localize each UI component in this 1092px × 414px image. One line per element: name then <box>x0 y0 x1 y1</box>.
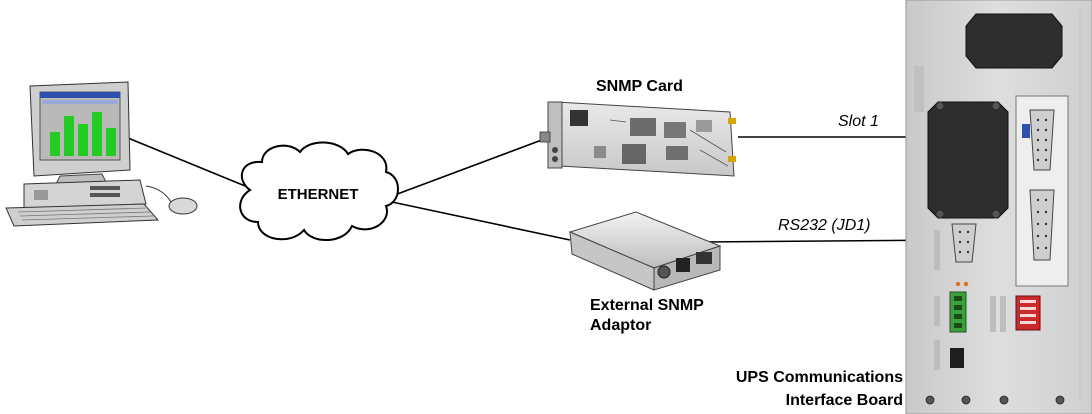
computer-workstation <box>5 81 198 227</box>
external-snmp-adaptor: External SNMP Adaptor <box>568 211 722 334</box>
db25-port-2-icon <box>1029 189 1055 261</box>
adaptor-label-line2: Adaptor <box>590 317 651 334</box>
ethernet-to-snmp-card-line <box>391 137 548 197</box>
adaptor-bnc-port-icon <box>657 265 671 279</box>
ethernet-to-adaptor-line <box>391 201 571 241</box>
slot-1-cover-plate <box>927 101 1009 219</box>
ethernet-cloud: ETHERNET <box>239 141 399 242</box>
snmp-card: SNMP Card <box>539 78 736 177</box>
connection-lines <box>127 136 953 243</box>
board-label-line1: UPS Communications <box>736 369 903 386</box>
db25-port-1-icon <box>1029 109 1055 171</box>
mouse <box>168 197 198 215</box>
adaptor-db9-port-icon <box>696 252 712 264</box>
adaptor-rj45-port-icon <box>676 258 690 272</box>
top-cover-plate <box>965 13 1063 69</box>
board-label-line2: Interface Board <box>786 392 903 409</box>
screen-bar-chart <box>50 112 116 156</box>
jd1-db9-port-icon <box>951 223 977 263</box>
ethernet-label: ETHERNET <box>278 186 359 203</box>
ups-communications-interface-board <box>905 0 1092 414</box>
adaptor-label-line1: External SNMP <box>590 297 704 314</box>
rj45-port-icon <box>570 110 588 126</box>
cloud-shape <box>239 141 399 242</box>
keyboard <box>5 203 160 227</box>
computer-to-ethernet-line <box>127 137 251 189</box>
slot-1-label: Slot 1 <box>838 113 879 130</box>
terminal-block <box>949 291 967 333</box>
rs232-label: RS232 (JD1) <box>778 217 870 234</box>
snmp-card-label: SNMP Card <box>596 78 683 95</box>
black-connector <box>950 348 964 368</box>
